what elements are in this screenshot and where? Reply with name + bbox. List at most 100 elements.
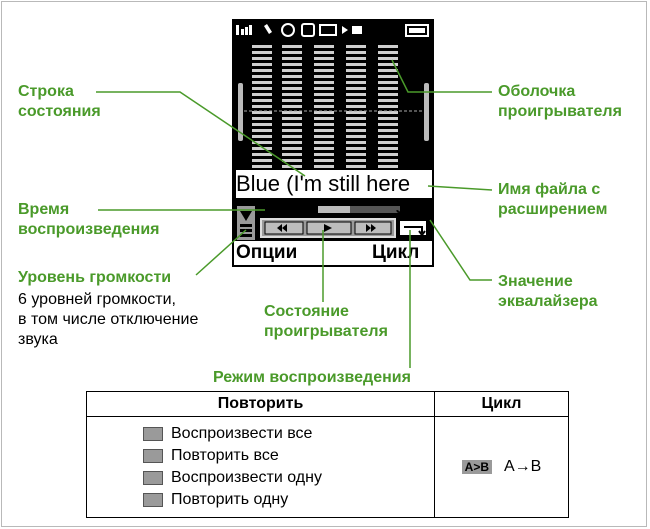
- equalizer-segment: [282, 81, 302, 84]
- left-slider: [238, 83, 243, 141]
- equalizer-segment: [378, 87, 398, 90]
- equalizer-segment: [282, 135, 302, 138]
- equalizer-segment: [378, 147, 398, 150]
- equalizer-segment: [346, 165, 366, 168]
- equalizer-segment: [252, 105, 272, 108]
- alarm-icon: [281, 23, 295, 37]
- equalizer-segment: [314, 63, 334, 66]
- equalizer-segment: [378, 75, 398, 78]
- repeat-all-icon: [143, 448, 163, 463]
- label-play-time: Время воспроизведения: [18, 201, 160, 238]
- message-icon: [319, 24, 337, 36]
- equalizer-segment: [314, 105, 334, 108]
- equalizer-segment: [378, 93, 398, 96]
- equalizer-segment: [282, 45, 302, 48]
- volume-level-icon: [237, 206, 255, 240]
- label-eq-value: Значение эквалайзера: [498, 273, 598, 310]
- equalizer-segment: [378, 165, 398, 168]
- col-loop: Цикл: [434, 391, 569, 417]
- phone-screen: [232, 19, 434, 267]
- equalizer-segment: [252, 57, 272, 60]
- equalizer-segment: [314, 153, 334, 156]
- equalizer-segment: [314, 69, 334, 72]
- equalizer-value: Jazz: [396, 200, 426, 216]
- equalizer-segment: [346, 45, 366, 48]
- equalizer-segment: [378, 81, 398, 84]
- equalizer-segment: [282, 99, 302, 102]
- label-player-skin: Оболочка проигрывателя: [498, 83, 622, 120]
- equalizer-segment: [314, 159, 334, 162]
- play-time: 00:30: [263, 200, 309, 217]
- mode-item-repeat-all: Повторить все: [143, 445, 434, 467]
- equalizer-segment: [282, 165, 302, 168]
- equalizer-segment: [252, 153, 272, 156]
- play-one-icon: [143, 470, 163, 485]
- r-icon: [301, 23, 315, 37]
- equalizer-segment: [282, 117, 302, 120]
- repeat-mode-table: Повторить Цикл Воспроизвести все Повтори…: [86, 391, 569, 518]
- equalizer-segment: [252, 63, 272, 66]
- equalizer-segment: [378, 69, 398, 72]
- equalizer-segment: [346, 75, 366, 78]
- equalizer-segment: [378, 63, 398, 66]
- equalizer-segment: [346, 141, 366, 144]
- softkey-options[interactable]: Опции: [236, 242, 298, 263]
- equalizer-segment: [346, 111, 366, 114]
- play-all-icon: [143, 426, 163, 441]
- equalizer-segment: [314, 117, 334, 120]
- repeat-one-icon: [143, 492, 163, 507]
- mode-list: Воспроизвести все Повторить все Воспроиз…: [86, 416, 435, 518]
- equalizer-segment: [378, 57, 398, 60]
- progress-fill: [318, 206, 350, 213]
- label-play-mode: Режим воспроизведения: [213, 369, 411, 386]
- equalizer-segment: [346, 81, 366, 84]
- equalizer-segment: [346, 57, 366, 60]
- equalizer-segment: [282, 87, 302, 90]
- equalizer-segment: [314, 111, 334, 114]
- equalizer-segment: [252, 141, 272, 144]
- call-icon: [264, 24, 272, 34]
- equalizer-segment: [282, 123, 302, 126]
- equalizer-segment: [314, 123, 334, 126]
- equalizer-segment: [282, 57, 302, 60]
- equalizer-segment: [252, 93, 272, 96]
- equalizer-segment: [314, 81, 334, 84]
- equalizer-segment: [282, 159, 302, 162]
- equalizer-segment: [282, 75, 302, 78]
- equalizer-segment: [314, 87, 334, 90]
- equalizer-segment: [252, 165, 272, 168]
- softkey-bar: [234, 241, 432, 265]
- mode-item-play-all: Воспроизвести все: [143, 423, 434, 445]
- equalizer-bars: [252, 45, 398, 174]
- equalizer-segment: [282, 105, 302, 108]
- equalizer-segment: [346, 69, 366, 72]
- equalizer-segment: [282, 69, 302, 72]
- equalizer-segment: [378, 51, 398, 54]
- equalizer-segment: [252, 45, 272, 48]
- equalizer-segment: [252, 99, 272, 102]
- equalizer-segment: [378, 159, 398, 162]
- file-name: Blue (I'm still here: [236, 170, 432, 198]
- player-controls: [260, 218, 396, 238]
- label-player-state: Состояние проигрывателя: [264, 303, 388, 340]
- equalizer-segment: [252, 117, 272, 120]
- volume-note: 6 уровней громкости, в том числе отключе…: [18, 291, 199, 348]
- right-slider: [424, 83, 429, 141]
- equalizer-segment: [346, 87, 366, 90]
- equalizer-segment: [314, 141, 334, 144]
- vibrate-icon: [342, 26, 362, 34]
- equalizer-segment: [314, 57, 334, 60]
- equalizer-segment: [282, 153, 302, 156]
- softkey-loop[interactable]: Цикл: [372, 242, 420, 263]
- equalizer-segment: [252, 135, 272, 138]
- mode-item-repeat-one: Повторить одну: [143, 489, 434, 511]
- equalizer-segment: [378, 135, 398, 138]
- equalizer-segment: [282, 51, 302, 54]
- status-bar: [236, 23, 429, 37]
- equalizer-segment: [346, 129, 366, 132]
- equalizer-segment: [378, 117, 398, 120]
- equalizer-segment: [378, 105, 398, 108]
- equalizer-segment: [346, 117, 366, 120]
- equalizer-segment: [378, 153, 398, 156]
